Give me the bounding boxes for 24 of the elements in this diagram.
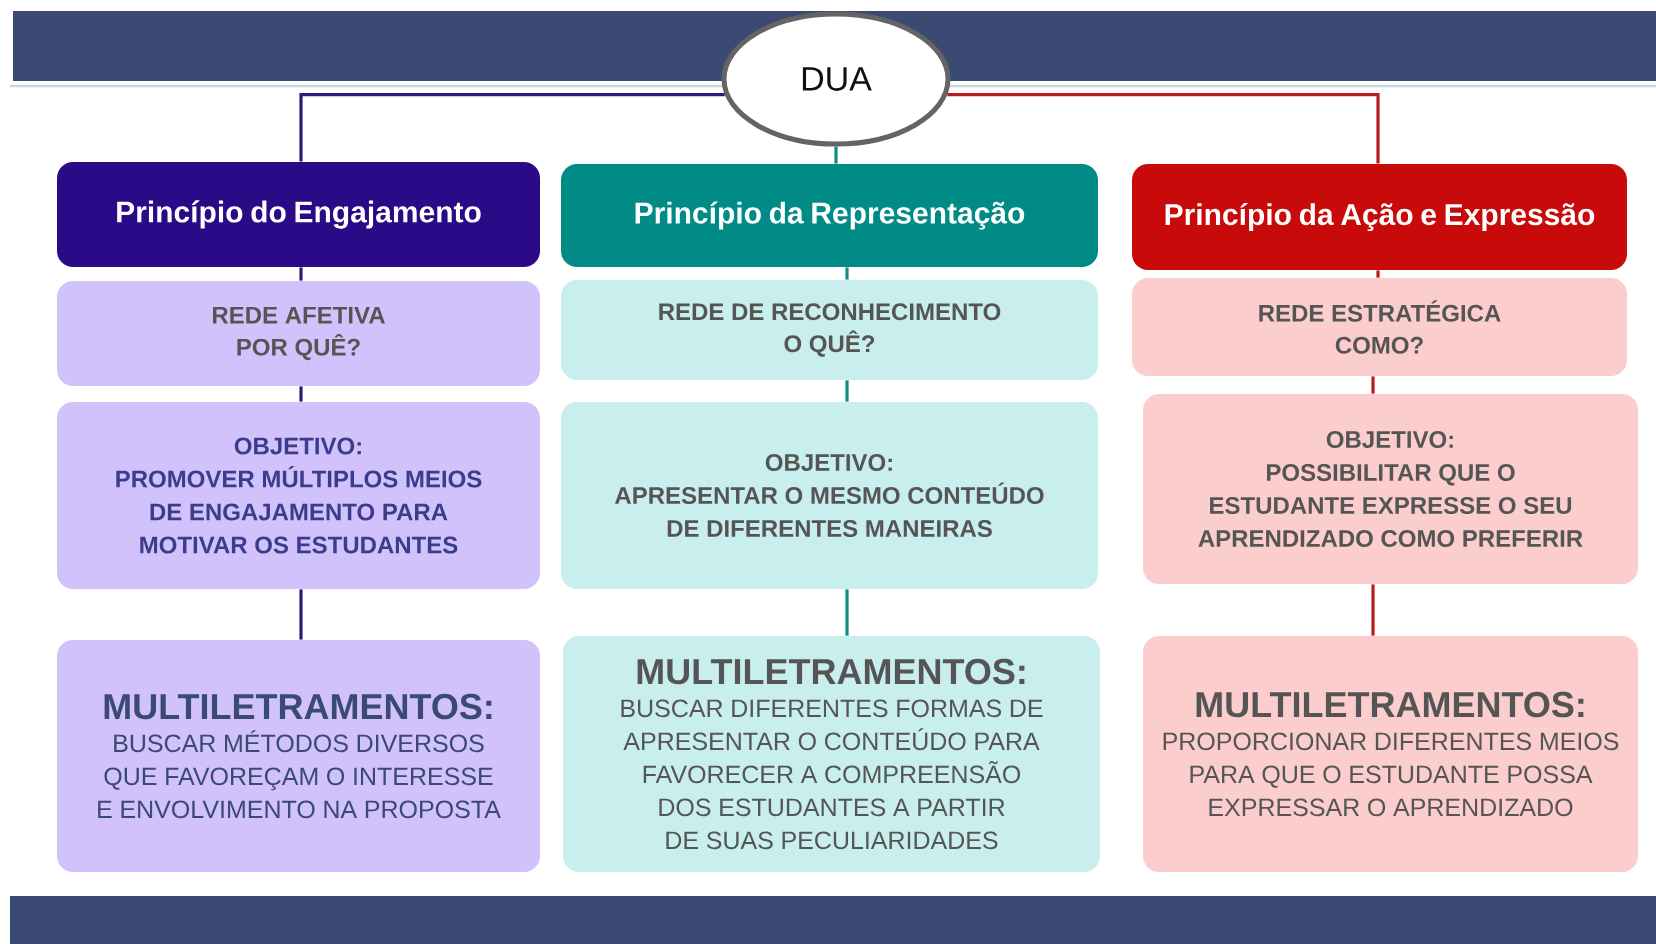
connector-line xyxy=(1371,376,1375,394)
principle-box: Princípio do Engajamento xyxy=(57,162,540,267)
connector-line xyxy=(845,589,849,636)
connector-line xyxy=(845,380,849,402)
objective-box: OBJETIVO: APRESENTAR O MESMO CONTEÚDO DE DIFERENTES MANEIRAS xyxy=(561,402,1098,589)
principle-box: Princípio da Representação xyxy=(561,164,1098,267)
connector-line xyxy=(845,267,849,280)
multiliteracies-box: MULTILETRAMENTOS: PROPORCIONAR DIFERENTES MEIOS PARA QUE O ESTUDANTE POSSA EXPRESSAR O APRENDIZADO xyxy=(1143,636,1638,872)
network-box: REDE AFETIVA POR QUÊ? xyxy=(57,281,540,386)
connector-line xyxy=(299,267,303,281)
connector-line xyxy=(834,146,838,164)
connector-line xyxy=(1376,270,1380,278)
connector-line xyxy=(299,589,303,640)
network-box: REDE ESTRATÉGICA COMO? xyxy=(1132,278,1627,376)
connector-line xyxy=(947,93,1380,164)
objective-box: OBJETIVO: POSSIBILITAR QUE O ESTUDANTE EXPRESSE O SEU APRENDIZADO COMO PREFERIR xyxy=(1143,394,1638,584)
network-box: REDE DE RECONHECIMENTO O QUÊ? xyxy=(561,280,1098,380)
objective-box: OBJETIVO: PROMOVER MÚLTIPLOS MEIOS DE ENGAJAMENTO PARA MOTIVAR OS ESTUDANTES xyxy=(57,402,540,589)
connector-line xyxy=(299,386,303,402)
connector-line xyxy=(1371,584,1375,636)
connector-line xyxy=(299,93,725,162)
multiliteracies-box: MULTILETRAMENTOS: BUSCAR MÉTODOS DIVERSOS QUE FAVOREÇAM O INTERESSE E ENVOLVIMENTO NA PROPOSTA xyxy=(57,640,540,872)
multiliteracies-box: MULTILETRAMENTOS: BUSCAR DIFERENTES FORMAS DE APRESENTAR O CONTEÚDO PARA FAVORECER A COMPREENSÃO DOS ESTUDANTES A PARTIR DE SUAS PECULIARIDADES xyxy=(563,636,1100,872)
principle-box: Princípio da Ação e Expressão xyxy=(1132,164,1627,270)
